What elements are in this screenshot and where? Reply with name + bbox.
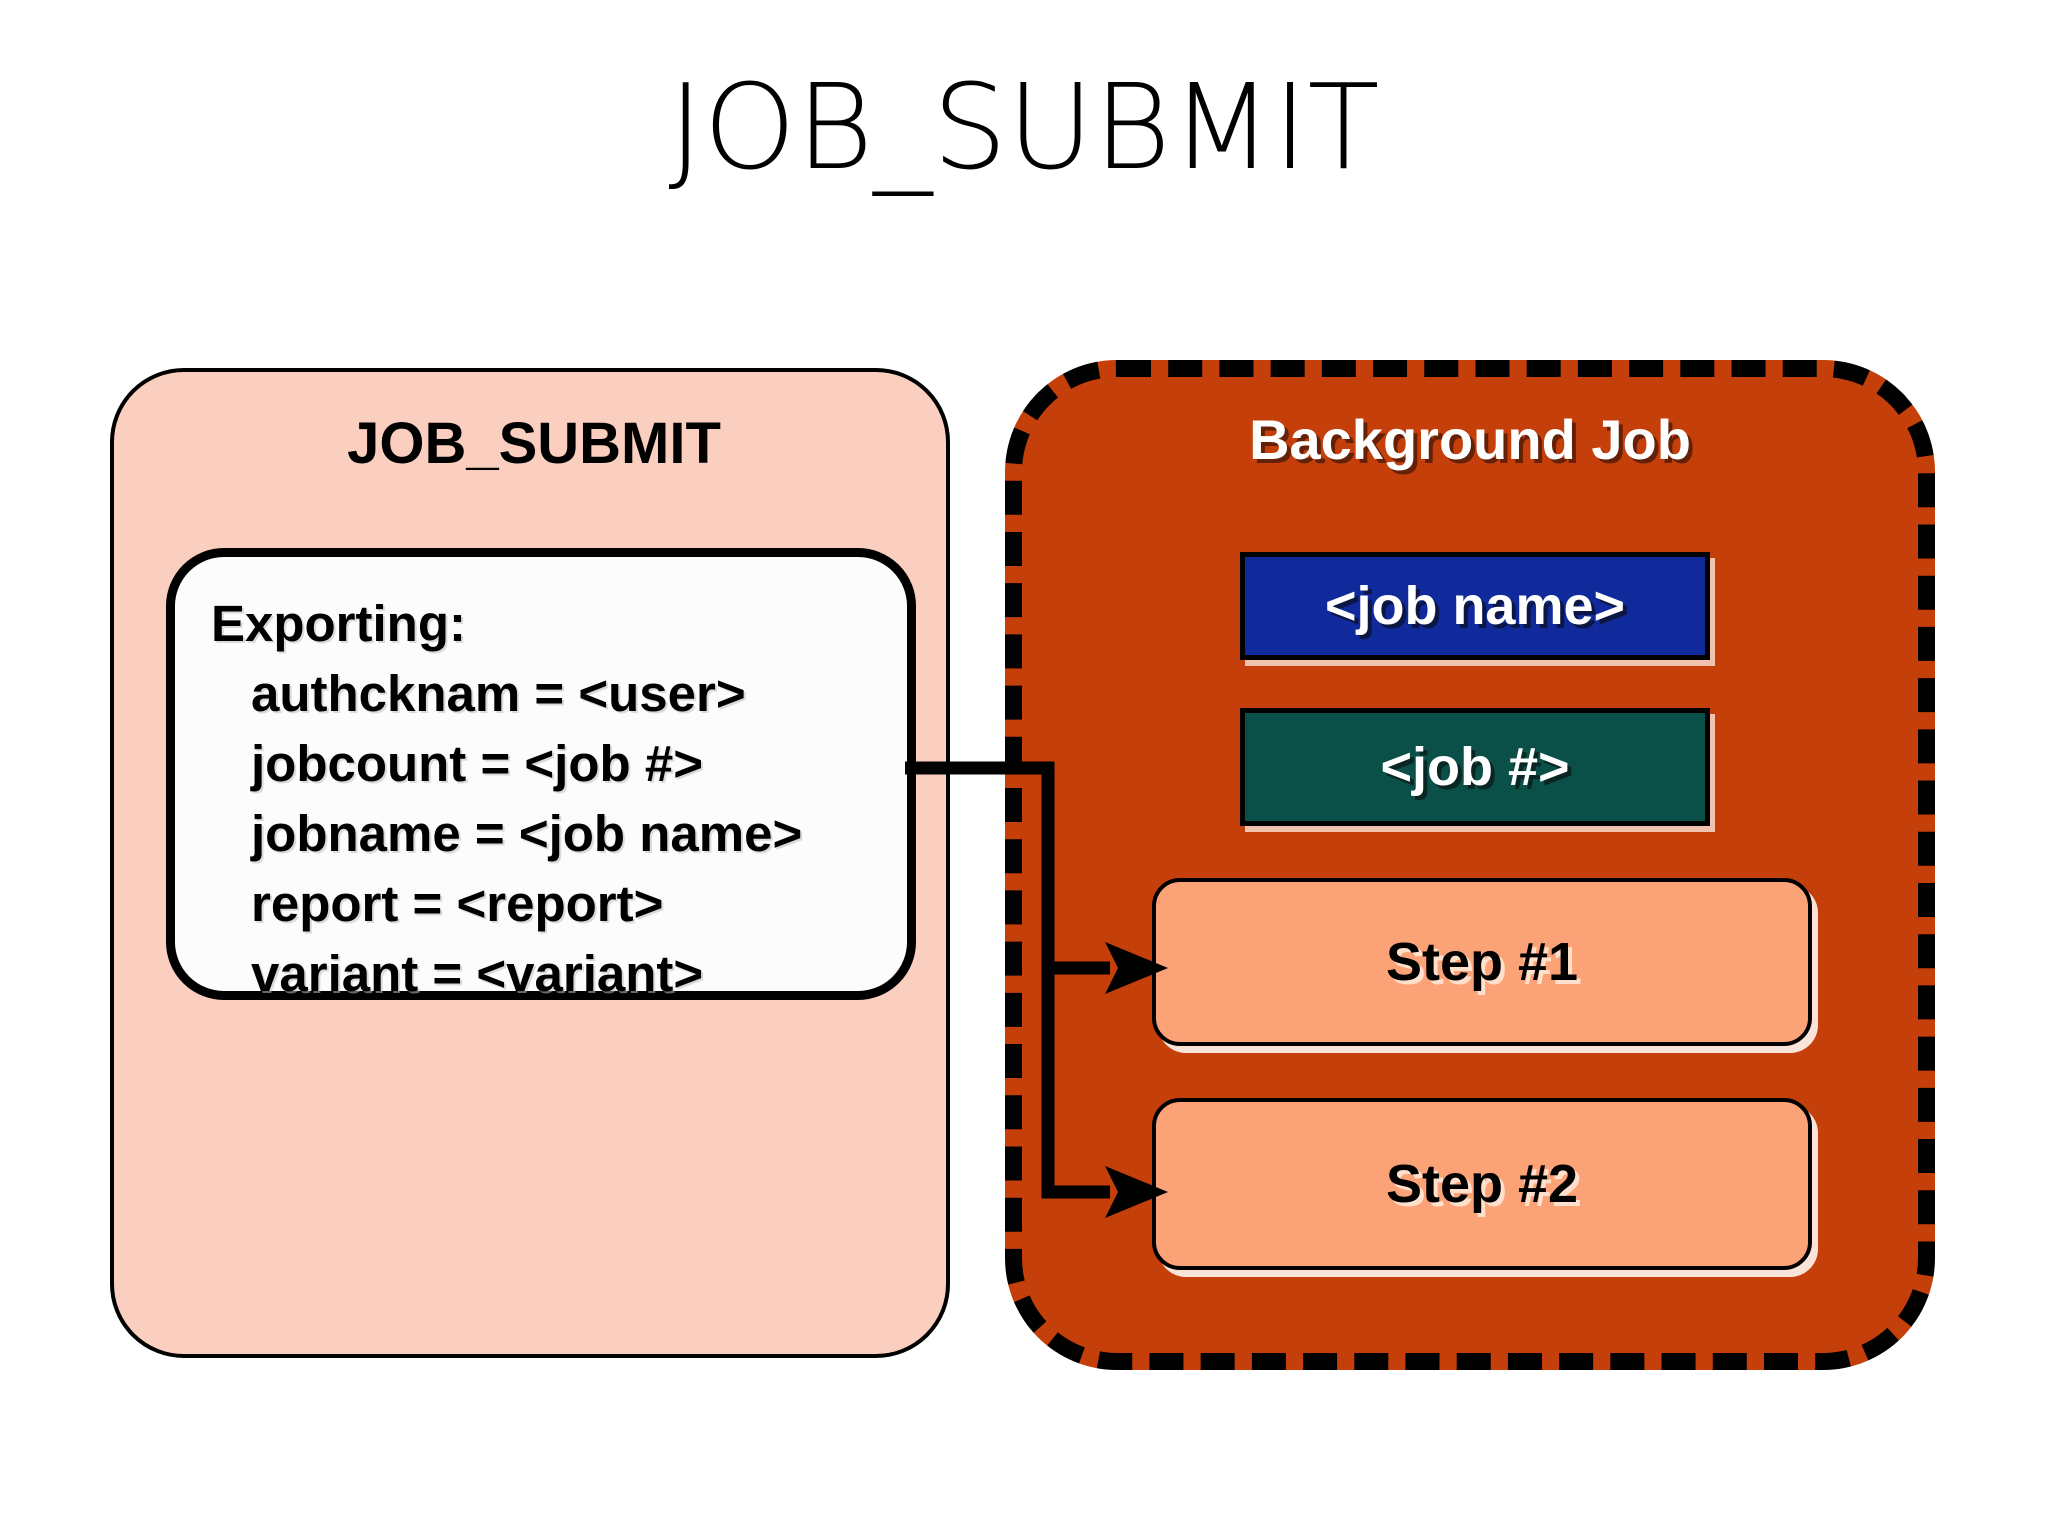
page-title: JOB_SUBMIT (668, 58, 1380, 196)
exporting-item-variant: variant = <variant> (251, 945, 704, 1002)
exporting-list: Exporting: authcknam = <user> jobcount =… (211, 589, 897, 1009)
exporting-item-authcknam: authcknam = <user> (251, 665, 746, 722)
exporting-heading: Exporting: (211, 595, 466, 652)
step-1-box: Step #1 (1152, 878, 1812, 1046)
exporting-item-report: report = <report> (251, 875, 664, 932)
exporting-item-jobcount: jobcount = <job #> (251, 735, 703, 792)
job-name-box: <job name> (1240, 552, 1710, 660)
exporting-box: Exporting: authcknam = <user> jobcount =… (166, 548, 916, 1002)
job-submit-panel-title: JOB_SUBMIT (347, 411, 721, 476)
job-number-box: <job #> (1240, 708, 1710, 826)
exporting-item-jobname: jobname = <job name> (251, 805, 803, 862)
step-2-box: Step #2 (1152, 1098, 1812, 1270)
background-job-title: Background Job (1249, 408, 1691, 471)
